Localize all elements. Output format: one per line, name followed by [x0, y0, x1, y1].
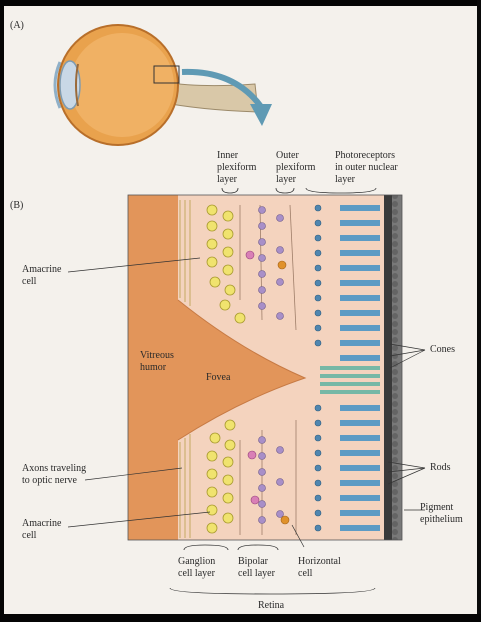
rods-label: Rods [430, 462, 451, 474]
vitreous-humor-label: Vitreous humor [140, 350, 174, 374]
inner-plexiform-label: Inner plexiform layer [217, 150, 256, 186]
fovea-label: Fovea [206, 372, 230, 384]
photoreceptors-label: Photoreceptors in outer nuclear layer [335, 150, 398, 186]
axons-label: Axons traveling to optic nerve [22, 463, 86, 487]
outer-plexiform-label: Outer plexiform layer [276, 150, 315, 186]
eye-illustration [55, 25, 272, 145]
pigment-epithelium-label: Pigment epithelium [420, 502, 463, 526]
ganglion-cell-layer-label: Ganglion cell layer [178, 556, 215, 580]
photoreceptor-rows-bottom [340, 405, 380, 531]
cones-label: Cones [430, 344, 455, 356]
amacrine-cell-top-label: Amacrine cell [22, 264, 61, 288]
horizontal-cell-label: Horizontal cell [298, 556, 341, 580]
bipolar-cell-layer-label: Bipolar cell layer [238, 556, 275, 580]
amacrine-cell-bottom-label: Amacrine cell [22, 518, 61, 542]
panel-label-a: (A) [10, 20, 24, 31]
retina-label: Retina [258, 600, 284, 612]
panel-label-b: (B) [10, 200, 23, 211]
